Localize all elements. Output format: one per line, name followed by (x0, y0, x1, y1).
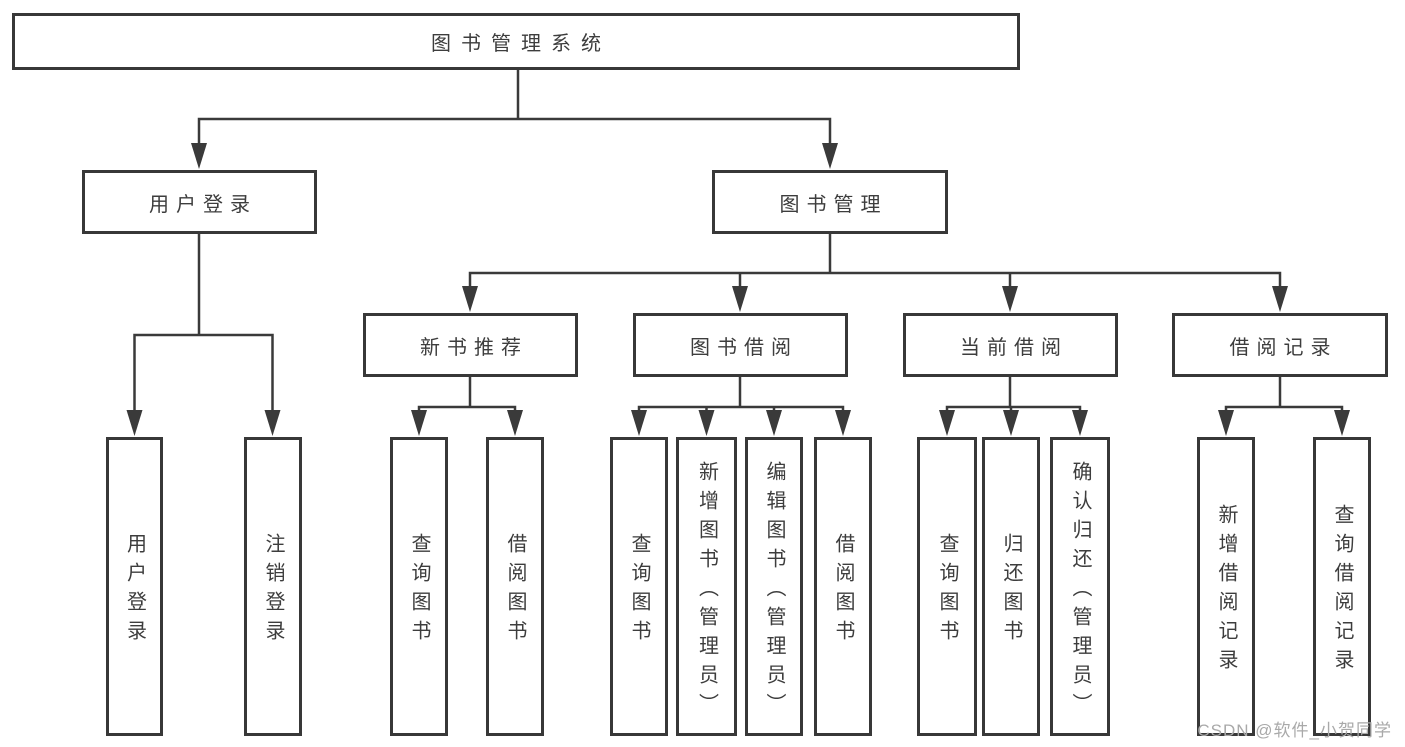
node-label: 借阅记录 (1229, 336, 1338, 359)
node-label: 确认归还（管理员） (1069, 460, 1091, 722)
node-current-borrow: 当前借阅 (903, 313, 1118, 377)
leaf-user-login: 用户登录 (106, 437, 163, 736)
node-label: 图书管理 (779, 193, 888, 216)
edges-user-login (126, 234, 281, 436)
node-label: 用户登录 (149, 193, 257, 216)
leaf-record-add-borrow-record: 新增借阅记录 (1197, 437, 1255, 736)
node-label: 图书管理系统 (431, 33, 611, 55)
leaf-borrow-borrow-book: 借阅图书 (814, 437, 872, 736)
node-label: 当前借阅 (960, 336, 1068, 359)
edges-new-book-recommend (411, 377, 523, 436)
leaf-logout-login: 注销登录 (244, 437, 302, 736)
node-new-book-recommend: 新书推荐 (363, 313, 578, 377)
node-label: 借阅图书 (504, 533, 526, 649)
node-label: 查询借阅记录 (1331, 504, 1353, 678)
node-label: 新增图书（管理员） (695, 460, 718, 722)
node-label: 新书推荐 (420, 336, 528, 359)
leaf-current-confirm-return-admin: 确认归还（管理员） (1050, 437, 1110, 736)
csdn-watermark: CSDN @软件_小贺同学 (1197, 721, 1392, 740)
node-label: 借阅图书 (832, 533, 854, 649)
node-user-login: 用户登录 (82, 170, 317, 234)
node-label: 图书借阅 (690, 336, 798, 359)
leaf-current-query-book: 查询图书 (917, 437, 977, 736)
leaf-record-query-borrow-record: 查询借阅记录 (1313, 437, 1371, 736)
node-label: 查询图书 (936, 533, 958, 649)
leaf-borrow-query-book: 查询图书 (610, 437, 668, 736)
node-label: 用户登录 (123, 533, 146, 649)
node-book-manage: 图书管理 (712, 170, 948, 234)
node-borrow-record: 借阅记录 (1172, 313, 1388, 377)
edges-book-manage (462, 234, 1288, 312)
leaf-recommend-query-book: 查询图书 (390, 437, 448, 736)
node-label: 查询图书 (628, 533, 650, 649)
leaf-borrow-add-book-admin: 新增图书（管理员） (676, 437, 737, 736)
node-label: 查询图书 (408, 533, 430, 649)
node-label: 归还图书 (1000, 533, 1022, 649)
node-label: 注销登录 (262, 533, 284, 649)
edges-current-borrow (939, 377, 1088, 436)
edges-borrow-record (1218, 377, 1350, 436)
leaf-borrow-edit-book-admin: 编辑图书（管理员） (745, 437, 803, 736)
edges-root (191, 69, 838, 169)
node-label: 新增借阅记录 (1215, 504, 1237, 678)
node-book-borrow: 图书借阅 (633, 313, 848, 377)
edges-book-borrow (631, 377, 851, 436)
node-library-system: 图书管理系统 (12, 13, 1020, 70)
leaf-current-return-book: 归还图书 (982, 437, 1040, 736)
leaf-recommend-borrow-book: 借阅图书 (486, 437, 544, 736)
node-label: 编辑图书（管理员） (763, 460, 785, 722)
